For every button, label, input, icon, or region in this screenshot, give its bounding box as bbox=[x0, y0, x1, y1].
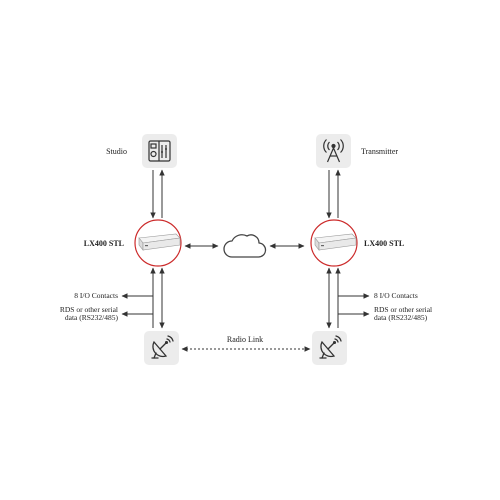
satellite-dish-icon bbox=[319, 335, 342, 359]
right-dish-node bbox=[312, 331, 347, 365]
satellite-dish-icon bbox=[151, 335, 174, 359]
left-dish-node bbox=[144, 331, 179, 365]
radio-link-label: Radio Link bbox=[227, 335, 263, 344]
right-rds-label-line2: data (RS232/485) bbox=[374, 313, 428, 322]
left-io-contacts-label: 8 I/O Contacts bbox=[74, 291, 118, 300]
transmitter-node bbox=[316, 134, 351, 168]
rack-unit-icon bbox=[138, 233, 181, 251]
antenna-tower-icon bbox=[323, 139, 344, 163]
left-rds-label-line2: data (RS232/485) bbox=[65, 313, 119, 322]
left-device-node bbox=[134, 219, 182, 267]
left-device-label: LX400 STL bbox=[84, 239, 124, 248]
transmitter-label: Transmitter bbox=[361, 147, 398, 156]
rack-unit-icon bbox=[314, 233, 357, 251]
connectors bbox=[121, 169, 370, 352]
right-rds-label-line1: RDS or other serial bbox=[374, 305, 432, 314]
left-rds-label-line1: RDS or other serial bbox=[60, 305, 118, 314]
right-device-node bbox=[310, 219, 358, 267]
speaker-icon bbox=[148, 140, 171, 162]
studio-label: Studio bbox=[106, 147, 127, 156]
right-device-label: LX400 STL bbox=[364, 239, 404, 248]
right-io-contacts-label: 8 I/O Contacts bbox=[374, 291, 418, 300]
cloud-icon bbox=[223, 234, 267, 258]
studio-node bbox=[142, 134, 177, 168]
